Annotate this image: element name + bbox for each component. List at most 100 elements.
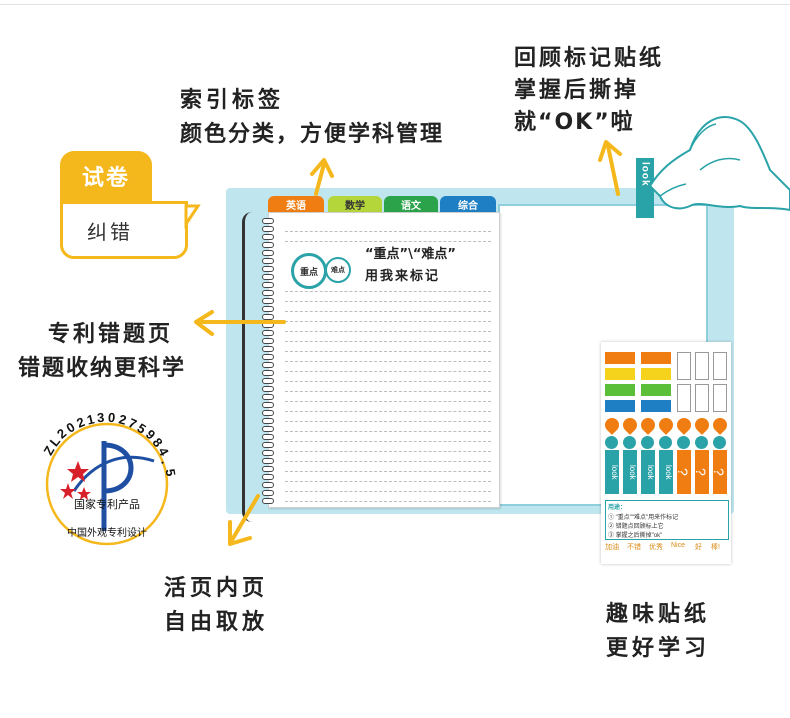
sticker-look-2: look — [623, 450, 637, 494]
binder-ring — [262, 338, 274, 344]
tab-math[interactable]: 数学 — [328, 196, 382, 212]
sticker-drop — [602, 415, 622, 435]
sticker-look-1: look — [605, 450, 619, 494]
binder-ring — [262, 418, 274, 424]
ruled-line — [285, 461, 491, 462]
usage-title: 用途： — [608, 505, 627, 511]
ruled-line — [285, 471, 491, 472]
binder-ring — [262, 378, 274, 384]
binder-ring — [262, 218, 274, 224]
seal-inner-label: 国家专利产品 — [74, 499, 140, 511]
ruled-line — [285, 301, 491, 302]
binder-ring — [262, 386, 274, 392]
ruled-line — [285, 501, 491, 502]
binder-ring — [262, 434, 274, 440]
binder-ring — [262, 402, 274, 408]
ruled-line — [285, 491, 491, 492]
callout-stickers-line1: 趣味贴纸 — [606, 602, 711, 627]
binder-ring — [262, 370, 274, 376]
ruled-line — [285, 451, 491, 452]
sticker-drop — [710, 415, 730, 435]
sticker-sheet: look look look look ? ? ? 用途： ① "重点""难点"… — [601, 342, 731, 564]
badge-subtitle: 纠错 — [60, 201, 188, 259]
ruled-line — [285, 341, 491, 342]
stamp-key-point: 重点 — [291, 253, 327, 289]
callout-review-line2: 掌握后撕掉 — [514, 78, 640, 103]
sticker-dot — [695, 436, 708, 449]
sticker-drop — [692, 415, 712, 435]
ruled-line — [285, 421, 491, 422]
binder-ring — [262, 274, 274, 280]
callout-patent-line1: 专利错题页 — [48, 322, 174, 347]
binder-ring — [262, 362, 274, 368]
ruled-line — [285, 321, 491, 322]
seal-bottom-label: 中国外观专利设计 — [67, 528, 147, 539]
binder-ring — [262, 474, 274, 480]
sticker-word-2: 不错 — [627, 544, 641, 551]
look-tag[interactable]: look — [636, 158, 654, 218]
sticker-word-3: 优秀 — [649, 544, 663, 551]
binder-ring — [262, 258, 274, 264]
ruled-line — [285, 431, 491, 432]
ruled-line — [285, 361, 491, 362]
sticker-dot — [713, 436, 726, 449]
seal-code-char: 3 — [96, 409, 106, 426]
notebook-page: 重点 难点 “重点”\“难点” 用我来标记 — [268, 212, 500, 508]
binder-ring — [262, 498, 274, 504]
tab-general[interactable]: 综合 — [440, 196, 496, 212]
binder-ring — [262, 346, 274, 352]
binder-ring — [262, 290, 274, 296]
sticker-question-1: ? — [675, 450, 691, 494]
usage-line-3: ③ 掌握之后撕掉"ok" — [608, 533, 663, 539]
sticker-dot — [605, 436, 618, 449]
sticker-word-5: 好 — [695, 544, 702, 551]
ruled-line — [285, 241, 491, 242]
ruled-line — [285, 231, 491, 232]
callout-review-line1: 回顾标记贴纸 — [514, 46, 665, 71]
binder-ring — [262, 394, 274, 400]
binder-ring — [262, 442, 274, 448]
binder-ring — [262, 330, 274, 336]
sticker-question-3: ? — [711, 450, 727, 494]
sticker-dot — [623, 436, 636, 449]
usage-line-1: ① "重点""难点"用来作标记 — [608, 515, 679, 521]
callout-index-line1: 索引标签 — [180, 88, 285, 113]
ruled-line — [285, 481, 491, 482]
binder-ring — [262, 322, 274, 328]
sticker-dot — [659, 436, 672, 449]
binder-ring — [262, 242, 274, 248]
sticker-look-4: look — [659, 450, 673, 494]
sticker-word-4: Nice — [671, 542, 686, 549]
tab-chinese[interactable]: 语文 — [384, 196, 438, 212]
top-divider — [0, 4, 790, 5]
ruled-line — [285, 351, 491, 352]
binder-ring — [262, 450, 274, 456]
callout-stickers-line2: 更好学习 — [606, 636, 711, 661]
sticker-word-6: 棒! — [711, 544, 720, 551]
binder-ring — [262, 426, 274, 432]
sticker-question-2: ? — [693, 450, 709, 494]
sticker-drop — [656, 415, 676, 435]
binder-ring — [262, 314, 274, 320]
binder-ring — [262, 226, 274, 232]
binder-ring — [262, 482, 274, 488]
patent-seal — [45, 422, 169, 546]
binder-ring — [262, 466, 274, 472]
sticker-drop — [620, 415, 640, 435]
sticker-dot — [677, 436, 690, 449]
tab-english[interactable]: 英语 — [268, 196, 324, 212]
binder-ring — [262, 250, 274, 256]
sticker-drop — [638, 415, 658, 435]
stamp-difficult-point: 难点 — [325, 257, 351, 283]
callout-review-line3: 就“OK”啦 — [514, 110, 635, 135]
badge-title: 试卷 — [60, 151, 152, 201]
binder-ring — [262, 354, 274, 360]
callout-looseleaf-line2: 自由取放 — [164, 610, 269, 635]
binder-ring — [262, 410, 274, 416]
binder-ring — [262, 458, 274, 464]
ruled-line — [285, 311, 491, 312]
ruled-line — [285, 401, 491, 402]
notebook-subheading: 用我来标记 — [365, 269, 441, 284]
ruled-line — [285, 331, 491, 332]
ruled-line — [285, 411, 491, 412]
